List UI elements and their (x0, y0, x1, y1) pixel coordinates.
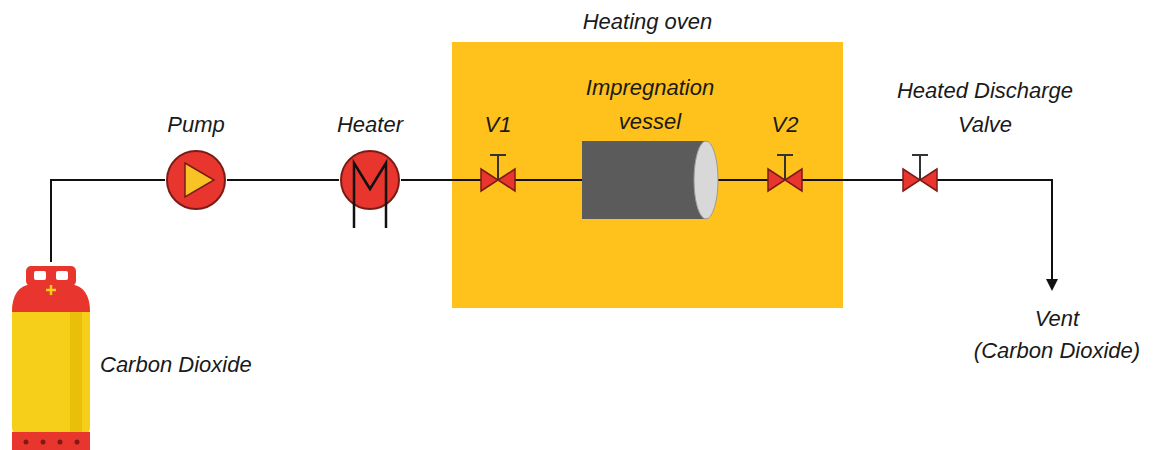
valve-half (498, 169, 515, 191)
vent-label: (Carbon Dioxide) (947, 334, 1159, 368)
part-label: Carbon Dioxide (100, 348, 252, 382)
cylinder-shade (70, 304, 82, 432)
heater-coil (354, 163, 386, 228)
part-label: Pump (116, 108, 276, 142)
handle-hole (34, 271, 46, 280)
label-anchor: Heater (290, 108, 450, 142)
vessel-symbol (582, 141, 718, 219)
pump-triangle (185, 163, 214, 197)
part-label: Heating oven (498, 5, 798, 39)
pipe-line (401, 179, 481, 181)
foot-hole (24, 440, 29, 445)
cylinder-foot (12, 432, 90, 450)
handle-hole (56, 271, 68, 280)
vessel-body (582, 141, 706, 219)
pipe-line (718, 179, 768, 181)
pipe-line (51, 180, 165, 262)
part-label: V1 (448, 108, 548, 142)
valve-half (481, 169, 498, 191)
heating-oven: Heating ovenV1Impregnation vesselV2 (452, 42, 843, 308)
valve-symbol: V1 (481, 169, 515, 191)
label-anchor: V1 (448, 108, 548, 142)
pipe-line (515, 179, 582, 181)
cylinder-body (12, 300, 90, 436)
valve-half (920, 169, 937, 191)
valve-symbol (903, 169, 937, 191)
part-label: Impregnation vessel (570, 71, 730, 139)
vent-arrowhead (1046, 279, 1058, 291)
pump-symbol (165, 149, 227, 211)
foot-hole (58, 440, 63, 445)
valve-half (903, 169, 920, 191)
valve-half (768, 169, 785, 191)
cylinder-handle (26, 266, 76, 286)
oven-fill (452, 42, 843, 308)
label-anchor: V2 (735, 108, 835, 142)
gas-cylinder: Carbon Dioxide (10, 262, 92, 450)
pipe-line (802, 179, 903, 181)
valve-cross (46, 285, 56, 295)
pump-symbol: Pump (165, 149, 227, 211)
label-anchor: Carbon Dioxide (100, 348, 252, 382)
label-anchor: Pump (116, 108, 276, 142)
label-anchor: (Carbon Dioxide) (947, 334, 1159, 368)
pipe-line (227, 179, 339, 181)
label-anchor: Vent (947, 302, 1159, 336)
foot-hole (41, 440, 46, 445)
valve-half (785, 169, 802, 191)
part-label: V2 (735, 108, 835, 142)
heater-symbol (339, 149, 401, 211)
heater-symbol: Heater (339, 149, 401, 211)
cylinder-symbol (10, 262, 92, 450)
vessel-cap (694, 141, 718, 219)
heated-valve-symbol: Heated Discharge Valve (903, 169, 937, 191)
impregnation-vessel: Impregnation vessel (582, 141, 718, 219)
vent-line (937, 180, 1052, 281)
valve-symbol (768, 169, 802, 191)
valve-symbol: V2 (768, 169, 802, 191)
label-anchor: Impregnation vessel (570, 71, 730, 139)
heater-circle (341, 151, 399, 209)
foot-hole (75, 440, 80, 445)
part-label: Heater (290, 108, 450, 142)
part-label: Heated Discharge Valve (880, 74, 1090, 142)
label-anchor: Heating oven (498, 5, 798, 39)
cylinder-shoulder (12, 284, 90, 312)
pump-circle (167, 151, 225, 209)
vent-label: Vent (947, 302, 1159, 336)
label-anchor: Heated Discharge Valve (880, 74, 1090, 142)
valve-symbol (481, 169, 515, 191)
